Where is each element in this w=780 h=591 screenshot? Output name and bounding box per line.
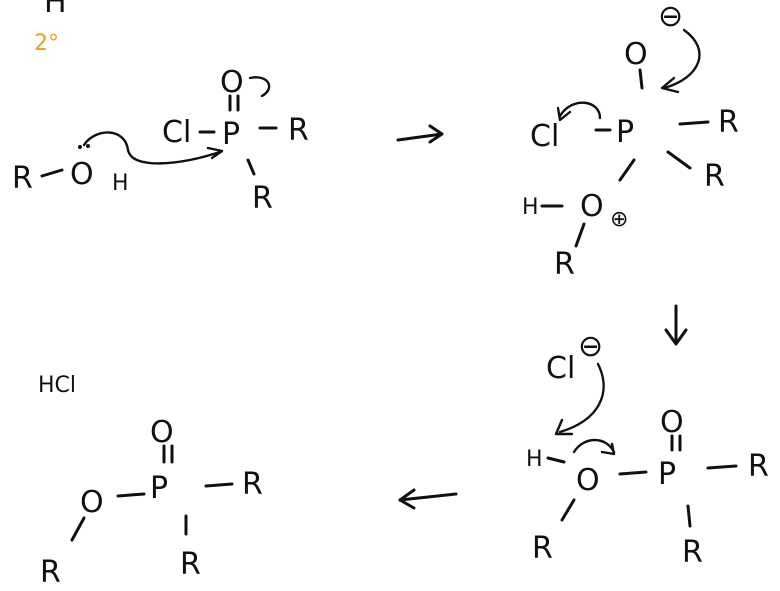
leave-arrow: [558, 101, 602, 120]
cl-label: Cl: [162, 115, 191, 150]
reform-arrow: [662, 28, 701, 90]
phosphinate-ester-product: HCl O O P R R R: [38, 373, 263, 590]
deprotonation-arrow: [558, 362, 605, 434]
top-note: H 2°: [34, 0, 67, 56]
o-plus-charge: ⊕: [610, 207, 628, 232]
protonated-phosphinate: Cl ⊖ H O O P R R R: [526, 329, 769, 570]
p-label: P: [658, 457, 676, 492]
arrow-shaft: [396, 132, 444, 142]
p-o-double-bond: [670, 434, 682, 452]
tetrahedral-intermediate: ⊖ O Cl P R R H O ⊕ R: [522, 0, 739, 282]
reform-arrow-head: [660, 76, 680, 94]
r-label-down: R: [252, 181, 273, 216]
r-label: R: [242, 467, 263, 502]
o-r-bond: [574, 222, 586, 248]
arrow-head: [428, 124, 444, 144]
r-label-lower: R: [704, 159, 725, 194]
p-o-double-bond: [162, 444, 174, 464]
attack-arrow-head: [206, 146, 224, 160]
bond-arrow-head: [600, 442, 616, 456]
o-p-bond: [618, 470, 648, 476]
r-label: R: [748, 449, 769, 484]
arrow-shaft: [398, 492, 458, 502]
alcohol-h: H: [112, 171, 129, 196]
reactant-alcohol: R O H: [12, 131, 224, 196]
cl-minus-charge: ⊖: [578, 329, 603, 364]
arrow-step-2: [664, 304, 688, 346]
p-label: P: [150, 471, 168, 506]
p-o-double-bond: [228, 94, 240, 112]
o-label: O: [576, 463, 600, 498]
o-r-bond: [560, 498, 576, 522]
o-minus-charge: ⊖: [658, 0, 683, 34]
phosphinyl-chloride: Cl P R O R: [162, 65, 309, 216]
h-o-bond: [546, 456, 566, 464]
p-r-bond: [678, 120, 710, 126]
top-note-h: H: [44, 0, 67, 20]
bond-arrow: [572, 438, 616, 454]
arrow-step-3: [398, 488, 458, 510]
r-label-bottom-left: R: [40, 555, 61, 590]
cl-label: Cl: [546, 351, 575, 386]
arrow-head: [664, 328, 688, 346]
degree-note: 2°: [34, 31, 59, 56]
arrow-head: [398, 488, 416, 510]
lone-pair-dot: [86, 144, 90, 148]
r-label: R: [718, 105, 739, 140]
p-o-bond: [618, 158, 636, 182]
ester-o-label: O: [80, 485, 104, 520]
o-label-top: O: [150, 415, 174, 450]
p-label: P: [616, 115, 634, 150]
alcohol-o: O: [70, 157, 94, 192]
o-label: O: [624, 37, 648, 72]
hcl-byproduct: HCl: [38, 373, 76, 398]
arrow-step-1: [396, 124, 444, 144]
p-r-bond-lower: [666, 150, 692, 170]
p-r-bond-down: [246, 158, 256, 176]
p-o-single-bond: [638, 68, 644, 90]
o-label-top: O: [660, 405, 684, 440]
pi-arrow: [248, 76, 271, 98]
alcohol-r: R: [12, 161, 33, 196]
h-label: H: [522, 195, 539, 220]
o-p-bond: [116, 492, 146, 498]
leave-arrow-head: [556, 106, 572, 122]
r-label-bottom-left: R: [532, 531, 553, 566]
r-label-bottom-right: R: [682, 535, 703, 570]
r-label: R: [288, 113, 309, 148]
o-label-plus: O: [580, 189, 604, 224]
p-r-bond: [706, 464, 738, 470]
r-label-bottom: R: [554, 247, 575, 282]
r-label-bottom: R: [180, 547, 201, 582]
o-r-bond: [70, 516, 86, 542]
p-label: P: [222, 117, 240, 152]
lone-pair-dot: [78, 145, 82, 149]
h-label: H: [526, 447, 543, 472]
o-label: O: [220, 65, 244, 100]
r-o-bond: [40, 168, 64, 178]
p-r-bond-down: [686, 504, 692, 528]
p-r-bond: [204, 482, 234, 488]
attack-arrow: [82, 131, 222, 165]
cl-label: Cl: [530, 119, 559, 154]
deprotonation-arrow-head: [554, 418, 574, 436]
